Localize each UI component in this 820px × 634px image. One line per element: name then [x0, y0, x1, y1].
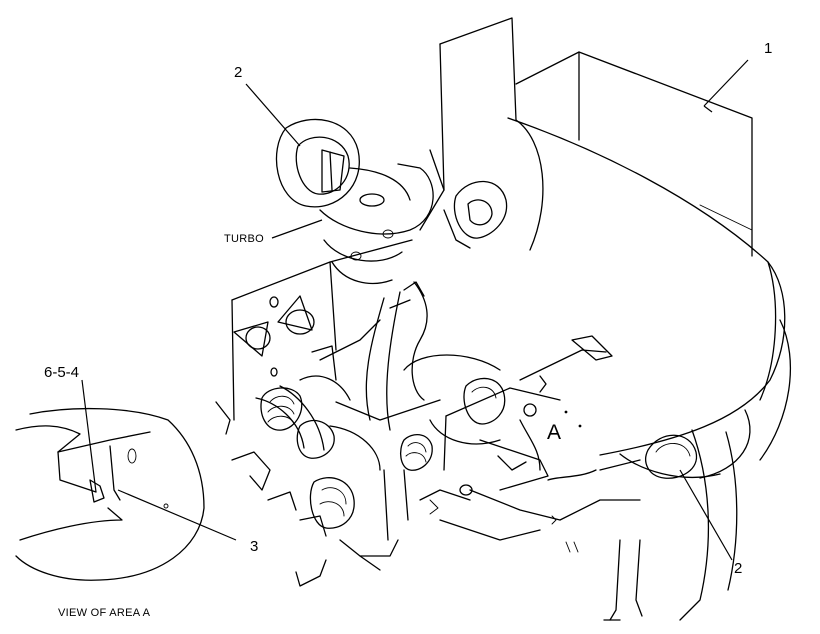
view-caption: VIEW OF AREA A [58, 607, 151, 619]
leader-3 [117, 489, 237, 541]
leader-1 [703, 59, 749, 107]
turbo-cover [275, 118, 434, 284]
upper-panel [419, 17, 517, 231]
lower-left-pieces [215, 401, 439, 587]
area-a-inset [15, 407, 205, 581]
leader-2-top [245, 83, 301, 147]
callout-1: 1 [764, 40, 773, 57]
callout-2-top: 2 [234, 64, 243, 81]
left-panel [231, 239, 413, 421]
center-disks [260, 377, 506, 529]
area-a-marker [564, 410, 582, 428]
leader-turbo [271, 219, 323, 239]
lower-right-brackets [419, 335, 641, 553]
turbo-label: TURBO [224, 233, 264, 245]
area-a-label: A [547, 421, 562, 444]
leader-lines [81, 59, 749, 561]
housing-shield [507, 51, 791, 479]
callout-6-5-4: 6-5-4 [44, 364, 80, 381]
support-legs [599, 429, 738, 621]
leader-654 [81, 379, 97, 493]
lower-cover [619, 434, 721, 479]
leader-2-bottom [679, 469, 733, 561]
callout-2-bottom: 2 [734, 560, 743, 577]
central-frame [255, 281, 501, 471]
upper-component [443, 180, 508, 249]
callout-3: 3 [250, 538, 259, 555]
